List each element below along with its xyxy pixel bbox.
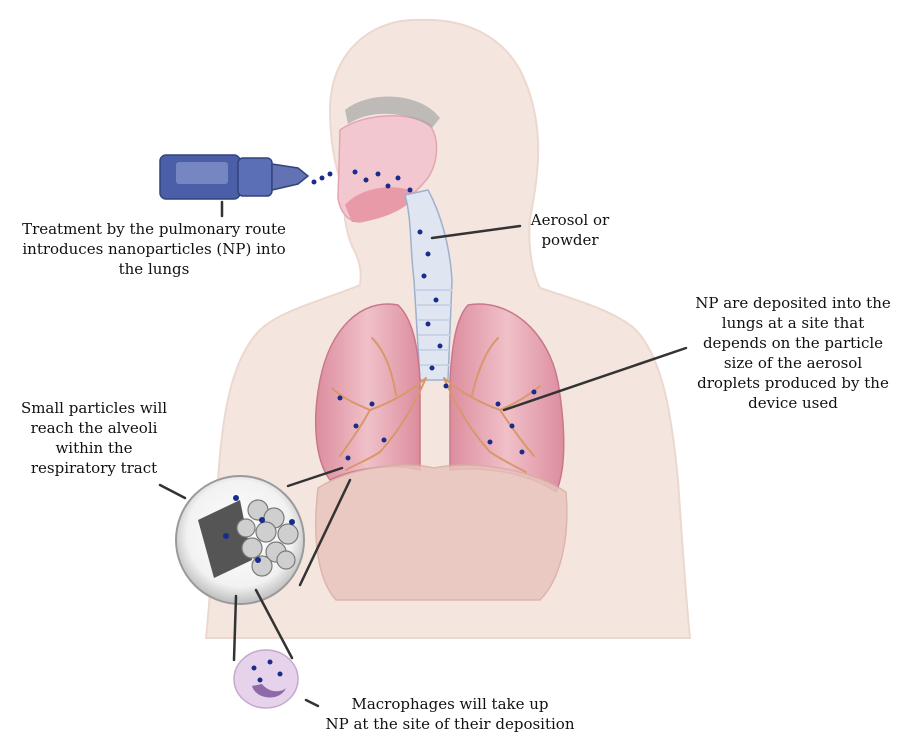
treatment-line-3: the lungs bbox=[4, 259, 304, 279]
deposition-line-6: device used bbox=[680, 393, 906, 413]
macrophages-line-1: Macrophages will take up bbox=[300, 694, 600, 714]
deposition-line-3: depends on the particle bbox=[680, 333, 906, 353]
small-particles-line-3: within the bbox=[4, 438, 184, 458]
deposition-line-2: lungs at a site that bbox=[680, 313, 906, 333]
treatment-line-1: Treatment by the pulmonary route bbox=[4, 219, 304, 239]
aerosol-line-1: Aerosol or bbox=[520, 210, 620, 230]
treatment-label: Treatment by the pulmonary route introdu… bbox=[4, 219, 304, 279]
inhaler-icon bbox=[160, 155, 308, 199]
diaphragm bbox=[316, 465, 567, 600]
macrophages-line-2: NP at the site of their deposition bbox=[300, 714, 600, 734]
deposition-line-1: NP are deposited into the bbox=[680, 293, 906, 313]
small-particles-line-4: respiratory tract bbox=[4, 458, 184, 478]
aerosol-line-2: powder bbox=[520, 230, 620, 250]
deposition-line-4: size of the aerosol bbox=[680, 353, 906, 373]
alveoli-magnifier-icon bbox=[176, 476, 304, 604]
deposition-label: NP are deposited into the lungs at a sit… bbox=[680, 293, 906, 413]
deposition-line-5: droplets produced by the bbox=[680, 373, 906, 393]
treatment-line-2: introduces nanoparticles (NP) into bbox=[4, 239, 304, 259]
small-particles-line-1: Small particles will bbox=[4, 398, 184, 418]
aerosol-label: Aerosol or powder bbox=[520, 210, 620, 250]
macrophages-label: Macrophages will take up NP at the site … bbox=[300, 694, 600, 734]
small-particles-line-2: reach the alveoli bbox=[4, 418, 184, 438]
small-particles-label: Small particles will reach the alveoli w… bbox=[4, 398, 184, 478]
macrophage-cell-icon bbox=[234, 650, 298, 708]
